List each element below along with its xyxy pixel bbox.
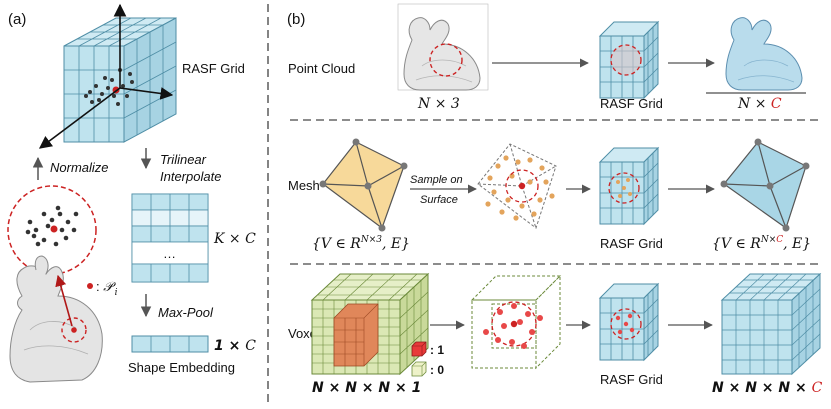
axis-right (119, 87, 174, 100)
rasf-grid-cube-mesh (598, 146, 660, 226)
shape-embedding-vector (131, 335, 209, 353)
interpolate-label: Interpolate (160, 169, 221, 184)
rasf-grid-label-a: RASF Grid (182, 61, 245, 76)
mesh-output-label: {V ∈ RN×C, E} (712, 235, 811, 252)
panel-a-label: (a) (8, 11, 26, 28)
voxel-grid-label: RASF Grid (600, 372, 663, 387)
point-cloud-input-label: N × 3 (417, 96, 460, 112)
rasf-grid-cube-pc (598, 20, 660, 100)
axis-down-left (38, 87, 121, 149)
mesh-sampled-points (477, 143, 557, 229)
bunny-icon-input (397, 3, 489, 91)
kxc-label: K × C (213, 231, 256, 247)
shape-embedding-label: Shape Embedding (128, 360, 235, 375)
voxel-output-label: N × N × N × C (712, 380, 823, 396)
voxel-input-cube (310, 272, 430, 376)
voxel-legend (411, 341, 427, 377)
voxel-sampled-points (470, 274, 562, 370)
legend-one-label: : 1 (430, 343, 444, 357)
voxel-output-cube (720, 272, 822, 376)
normalize-label: Normalize (50, 160, 109, 175)
panel-b-label: (b) (287, 11, 305, 28)
point-legend-dot (87, 283, 93, 289)
pc-grid-label: RASF Grid (600, 96, 663, 111)
mesh-input-icon (319, 138, 408, 232)
surface-label: Surface (420, 194, 458, 206)
table-ellipsis: … (163, 246, 176, 261)
legend-zero-label: : 0 (430, 363, 444, 377)
point-to-neighborhood-arrow (55, 274, 73, 327)
trilinear-label: Trilinear (160, 152, 207, 167)
voxel-input-label: N × N × N × 1 (312, 380, 421, 396)
kxc-feature-table (131, 193, 209, 283)
rasf-grid-cube-voxel (598, 282, 660, 362)
mesh-grid-label: RASF Grid (600, 236, 663, 251)
mesh-title: Mesh (288, 178, 320, 193)
point-cloud-title: Point Cloud (288, 61, 355, 76)
sample-on-label: Sample on (410, 174, 463, 186)
mesh-output-icon (720, 138, 810, 232)
bunny-icon-output (725, 17, 803, 91)
maxpool-label: Max-Pool (158, 305, 214, 320)
onexc-label: 1 × C (214, 338, 256, 354)
bunny-icon-a (9, 255, 103, 383)
local-neighborhood (7, 185, 97, 275)
point-cloud-output-label: N × C (737, 96, 782, 112)
mesh-input-label: {V ∈ RN×3, E} (312, 235, 410, 252)
